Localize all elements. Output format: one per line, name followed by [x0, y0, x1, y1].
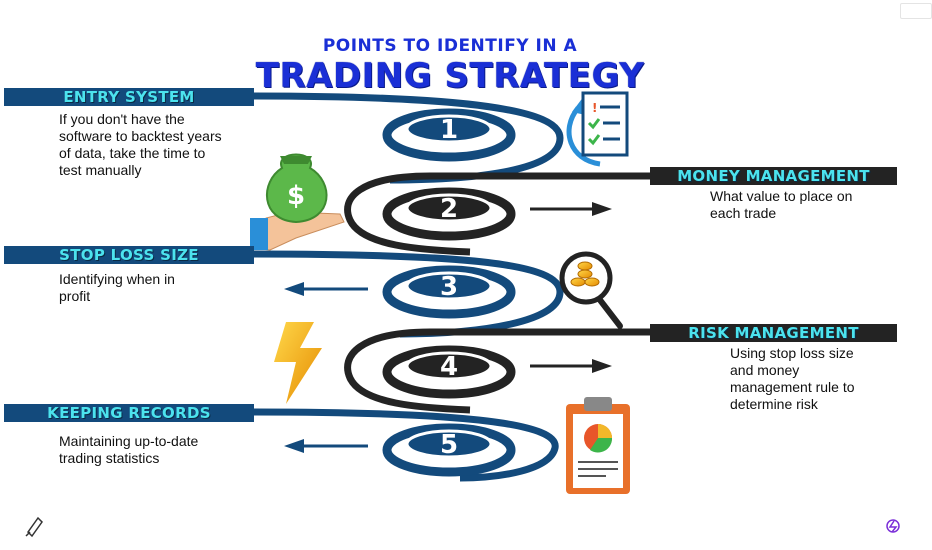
arrow-right-2: [530, 202, 612, 216]
label-risk-management: RISK MANAGEMENT: [650, 324, 897, 342]
desc-entry-system: If you don't have the software to backte…: [59, 111, 222, 178]
step-ring-2: [382, 187, 516, 241]
step-number-4: 4: [440, 352, 458, 382]
label-entry-system: ENTRY SYSTEM: [4, 88, 254, 106]
desc-money-management: What value to place on each trade: [710, 188, 853, 221]
step-number-5: 5: [440, 430, 458, 460]
desc-stop-loss-size: Identifying when in profit: [59, 271, 175, 304]
desc-risk-management: Using stop loss size and money managemen…: [730, 345, 855, 412]
label-money-management: MONEY MANAGEMENT: [650, 167, 897, 185]
coins-magnifier-icon: [559, 251, 623, 329]
corner-pen-icon: [25, 516, 43, 538]
title-line-1: POINTS TO IDENTIFY IN A: [322, 36, 578, 56]
money-bag-icon: $: [249, 153, 345, 251]
corner-lightning-icon: [886, 519, 900, 533]
label-keeping-records: KEEPING RECORDS: [4, 404, 254, 422]
step-ring-5: [382, 423, 516, 477]
step-ring-1: [382, 108, 516, 162]
step-number-1: 1: [440, 115, 458, 145]
arrow-right-4: [530, 359, 612, 373]
report-clipboard-icon: [566, 397, 630, 494]
arrow-left-5: [284, 439, 368, 453]
desc-keeping-records: Maintaining up-to-date trading statistic…: [59, 433, 199, 466]
label-stop-loss-size: STOP LOSS SIZE: [4, 246, 254, 264]
arrow-left-3: [284, 282, 368, 296]
step-ring-3: [382, 265, 516, 319]
step-ring-4: [382, 345, 516, 399]
step-number-3: 3: [440, 272, 458, 302]
title-line-2: TRADING STRATEGY: [255, 56, 645, 96]
checklist-icon: !: [566, 91, 629, 167]
step-number-2: 2: [440, 194, 458, 224]
lightning-icon: [274, 322, 322, 404]
svg-text:$: $: [287, 181, 305, 211]
svg-text:!: !: [592, 101, 597, 115]
